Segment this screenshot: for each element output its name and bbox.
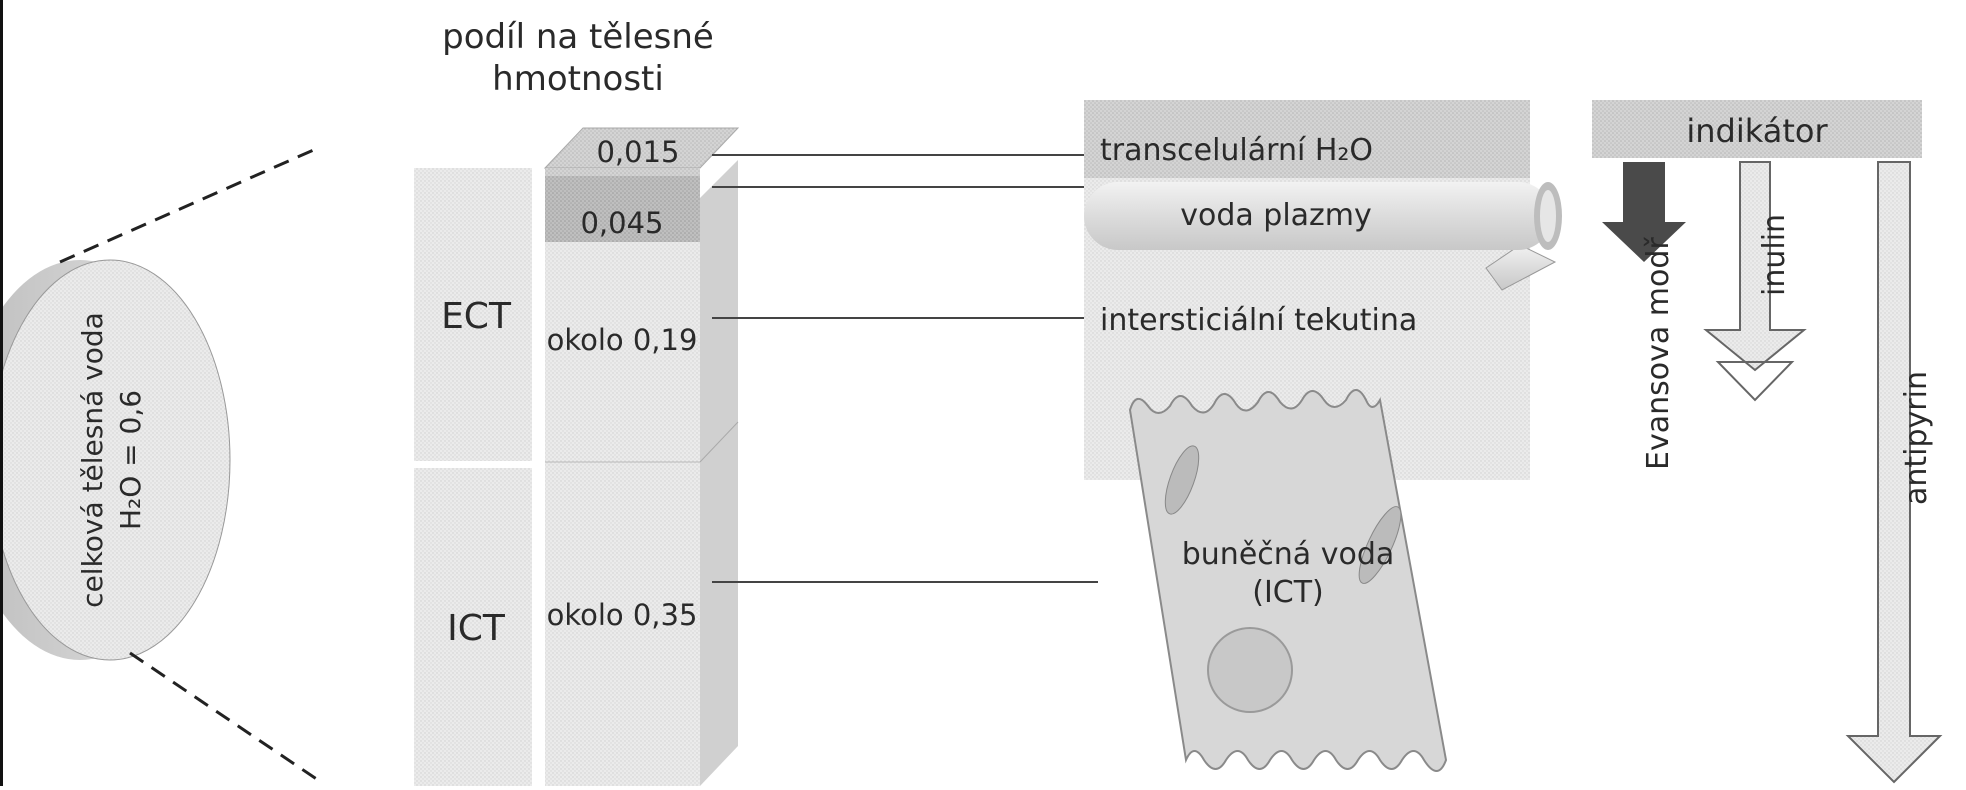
- water-column: 0,015 0,045 okolo 0,19 okolo 0,35: [543, 127, 740, 786]
- blood-vessel: [1084, 182, 1562, 291]
- disc-label-line1: celková tělesná voda: [76, 312, 109, 608]
- label-plasma: voda plazmy: [1180, 198, 1372, 233]
- label-inulin: inulin: [1757, 214, 1792, 296]
- ect-label: ECT: [441, 296, 512, 337]
- cell: [1128, 389, 1448, 772]
- value-plasma: 0,045: [580, 206, 663, 240]
- segment-cellular: [545, 462, 700, 786]
- dashed-line-bottom: [129, 651, 319, 782]
- segment-plasma-band: [545, 176, 700, 202]
- transcellular-box: [1084, 100, 1530, 178]
- antipyrin-arrow: [1845, 161, 1943, 784]
- inulin-arrow: [1703, 161, 1807, 372]
- indicator-title: indikátor: [1686, 112, 1828, 150]
- value-interstitial: okolo 0,19: [547, 323, 698, 357]
- inulin-arrow-tip-dashed: [1715, 361, 1795, 402]
- ict-label: ICT: [447, 608, 506, 649]
- label-transcellular: transcelulární H₂O: [1100, 133, 1373, 168]
- value-transcellular: 0,015: [596, 135, 679, 169]
- ect-bar: [414, 168, 532, 461]
- label-evans: Evansova modř: [1641, 237, 1676, 470]
- label-cell-line2: (ICT): [1252, 575, 1324, 610]
- label-cell-line1: buněčná voda: [1182, 537, 1395, 572]
- indicator-header: [1592, 100, 1922, 158]
- header-line2: hmotnosti: [492, 59, 664, 99]
- mitochondrion-1: [1164, 445, 1200, 515]
- ict-bar: [414, 468, 532, 786]
- segment-interstitial: [545, 242, 700, 462]
- header-line1: podíl na tělesné: [442, 17, 714, 57]
- total-water-disc: celková tělesná voda H₂O = 0,6: [0, 259, 231, 661]
- evans-arrow: [1602, 162, 1686, 262]
- label-interstitial: intersticiální tekutina: [1100, 303, 1417, 338]
- dashed-line-top: [59, 146, 319, 264]
- disc-label-line2: H₂O = 0,6: [114, 390, 147, 530]
- nucleus: [1207, 627, 1293, 713]
- mitochondrion-2: [1358, 506, 1402, 584]
- value-cellular: okolo 0,35: [547, 598, 698, 632]
- label-antipyrin: antipyrin: [1899, 371, 1934, 505]
- segment-transcellular: [545, 168, 700, 176]
- segment-plasma: [545, 202, 700, 242]
